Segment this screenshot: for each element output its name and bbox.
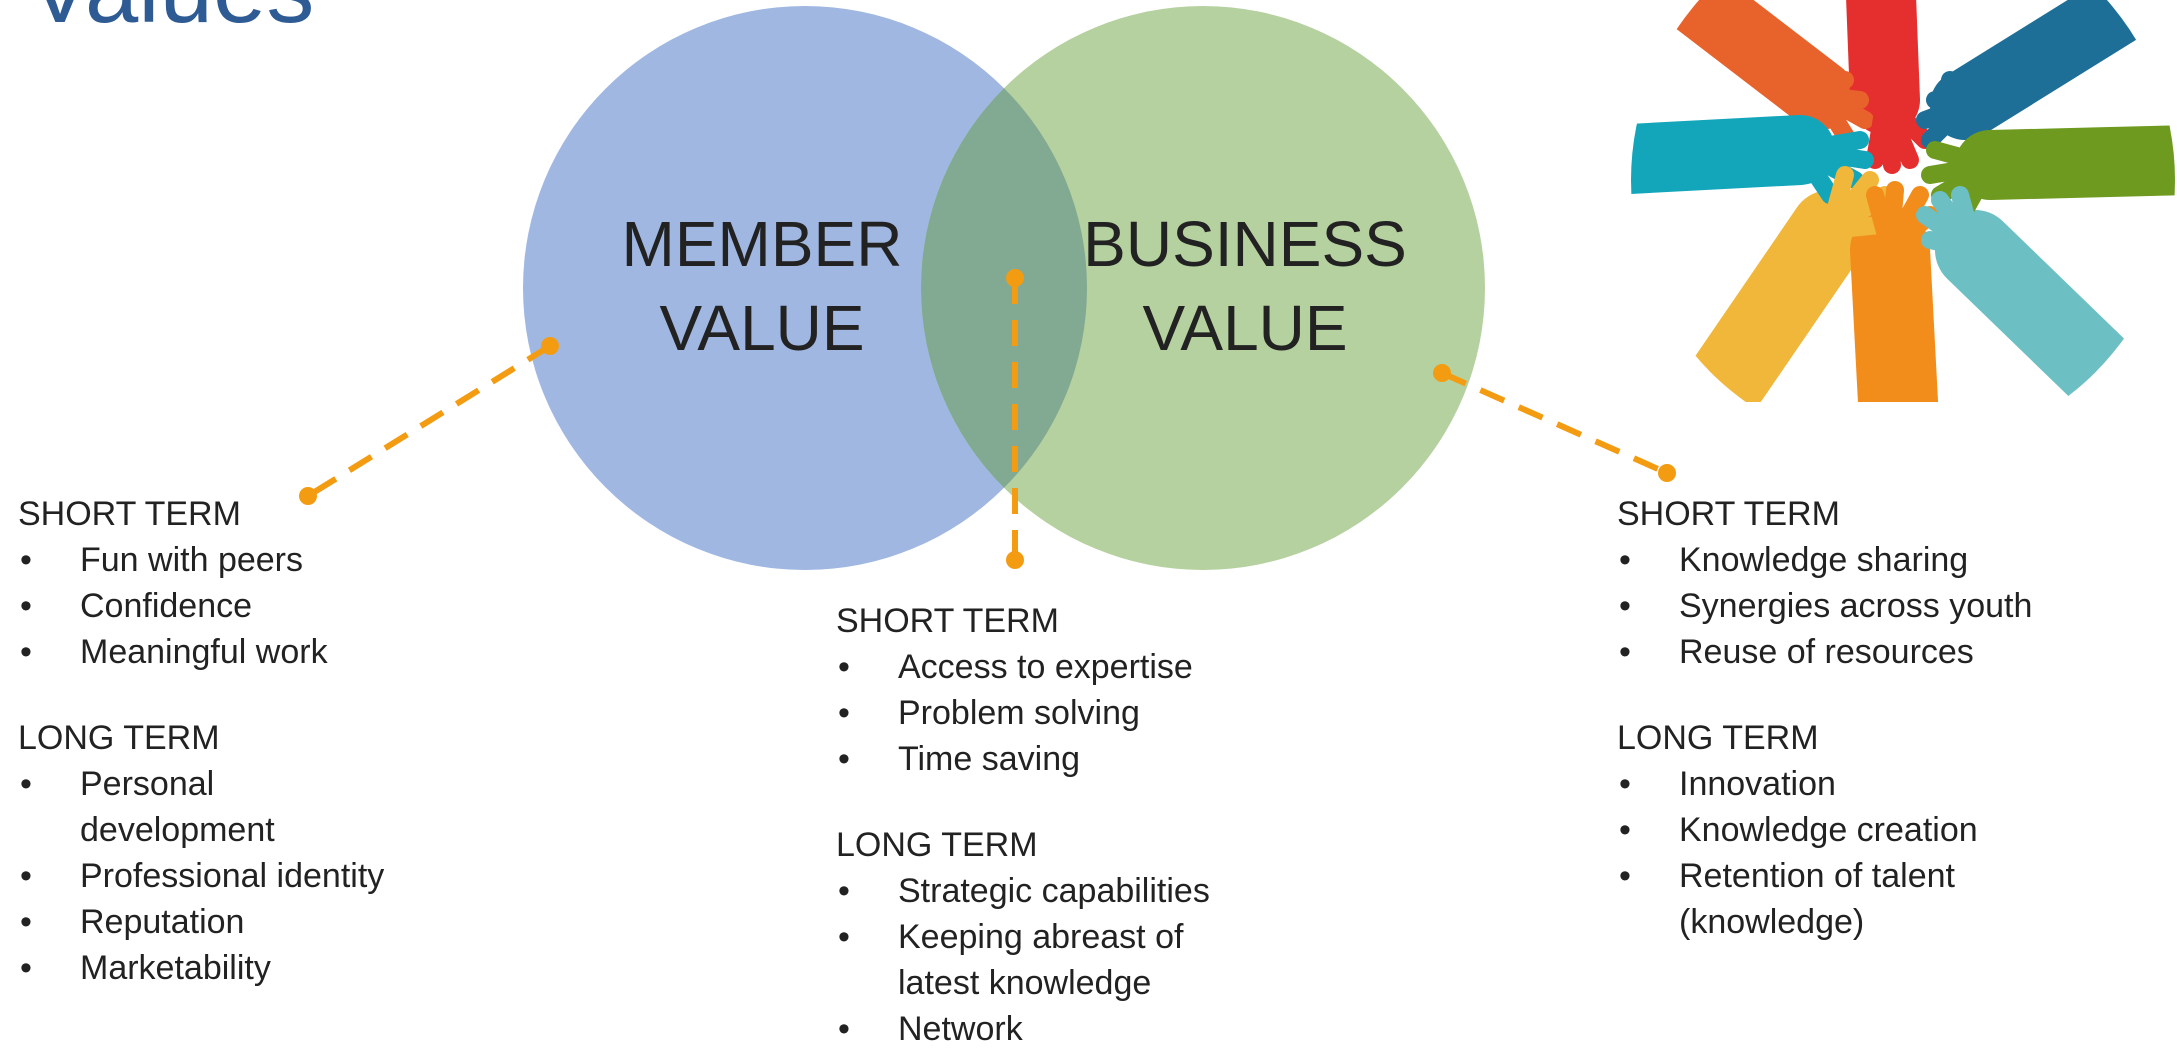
business-long-term-heading: LONG TERM	[1617, 719, 1819, 757]
business-value-block: SHORT TERM •Knowledge sharing •Synergies…	[1617, 491, 2097, 945]
business-value-label-line1: BUSINESS	[1083, 208, 1407, 280]
list-item: •Strategic capabilities	[836, 868, 1256, 914]
business-short-term-list: •Knowledge sharing •Synergies across you…	[1617, 537, 2097, 675]
list-item: •Reuse of resources	[1617, 629, 2097, 675]
list-item: •Reputation	[18, 899, 358, 945]
list-item: •Retention of talent (knowledge)	[1617, 853, 2039, 945]
shared-short-term-list: •Access to expertise •Problem solving •T…	[836, 644, 1256, 782]
bullet: •	[20, 857, 32, 895]
shared-connector-dot-end	[1006, 551, 1024, 569]
list-item: •Innovation	[1617, 761, 2097, 807]
list-item: •Professional identity	[18, 853, 500, 899]
list-item: •Fun with peers	[18, 537, 438, 583]
list-item: •Access to expertise	[836, 644, 1256, 690]
bullet: •	[838, 918, 850, 956]
shared-long-term-heading: LONG TERM	[836, 826, 1038, 864]
member-long-term-list: •Personal development •Professional iden…	[18, 761, 384, 991]
bullet: •	[1619, 541, 1631, 579]
bullet: •	[20, 587, 32, 625]
bullet: •	[838, 648, 850, 686]
list-item: •Knowledge sharing	[1617, 537, 2097, 583]
list-item: •Personal development	[18, 761, 358, 853]
bullet: •	[838, 694, 850, 732]
list-item: •Time saving	[836, 736, 1256, 782]
list-item: •Keeping abreast of latest knowledge	[836, 914, 1238, 1006]
member-short-term-list: •Fun with peers •Confidence •Meaningful …	[18, 537, 438, 675]
list-item: •Marketability	[18, 945, 358, 991]
member-value-label-line1: MEMBER	[622, 208, 903, 280]
member-value-block: SHORT TERM •Fun with peers •Confidence •…	[18, 491, 438, 991]
list-item: •Meaningful work	[18, 629, 438, 675]
bullet: •	[20, 949, 32, 987]
bullet: •	[20, 765, 32, 803]
bullet: •	[1619, 587, 1631, 625]
hands-circle-illustration	[1631, 0, 2175, 402]
member-long-term-heading: LONG TERM	[18, 719, 220, 757]
list-item: •Problem solving	[836, 690, 1256, 736]
bullet: •	[838, 1010, 850, 1048]
list-item: •Synergies across youth	[1617, 583, 2097, 629]
list-item: •Network	[836, 1006, 1256, 1052]
list-item: •Knowledge creation	[1617, 807, 2097, 853]
member-connector-line	[306, 343, 552, 499]
business-short-term-heading: SHORT TERM	[1617, 495, 1840, 533]
bullet: •	[1619, 633, 1631, 671]
list-item: •Confidence	[18, 583, 438, 629]
shared-connector-dot-start	[1006, 269, 1024, 287]
shared-long-term-list: •Strategic capabilities •Keeping abreast…	[836, 868, 1256, 1052]
member-value-circle	[523, 6, 1087, 570]
member-value-label-line2: VALUE	[659, 292, 864, 364]
business-value-label-line2: VALUE	[1142, 292, 1347, 364]
bullet: •	[838, 872, 850, 910]
member-connector-dot-end	[299, 487, 317, 505]
bullet: •	[1619, 765, 1631, 803]
shared-value-block: SHORT TERM •Access to expertise •Problem…	[836, 598, 1256, 1052]
business-long-term-list: •Innovation •Knowledge creation •Retenti…	[1617, 761, 2097, 945]
bullet: •	[20, 903, 32, 941]
bullet: •	[20, 633, 32, 671]
member-connector-dot-start	[541, 337, 559, 355]
business-connector-dot-end	[1658, 464, 1676, 482]
bullet: •	[20, 541, 32, 579]
bullet: •	[1619, 811, 1631, 849]
bullet: •	[1619, 857, 1631, 895]
bullet: •	[838, 740, 850, 778]
business-value-circle	[921, 6, 1485, 570]
page-title: Values	[28, 0, 314, 38]
shared-short-term-heading: SHORT TERM	[836, 602, 1059, 640]
member-short-term-heading: SHORT TERM	[18, 495, 241, 533]
business-connector-dot-start	[1433, 364, 1451, 382]
